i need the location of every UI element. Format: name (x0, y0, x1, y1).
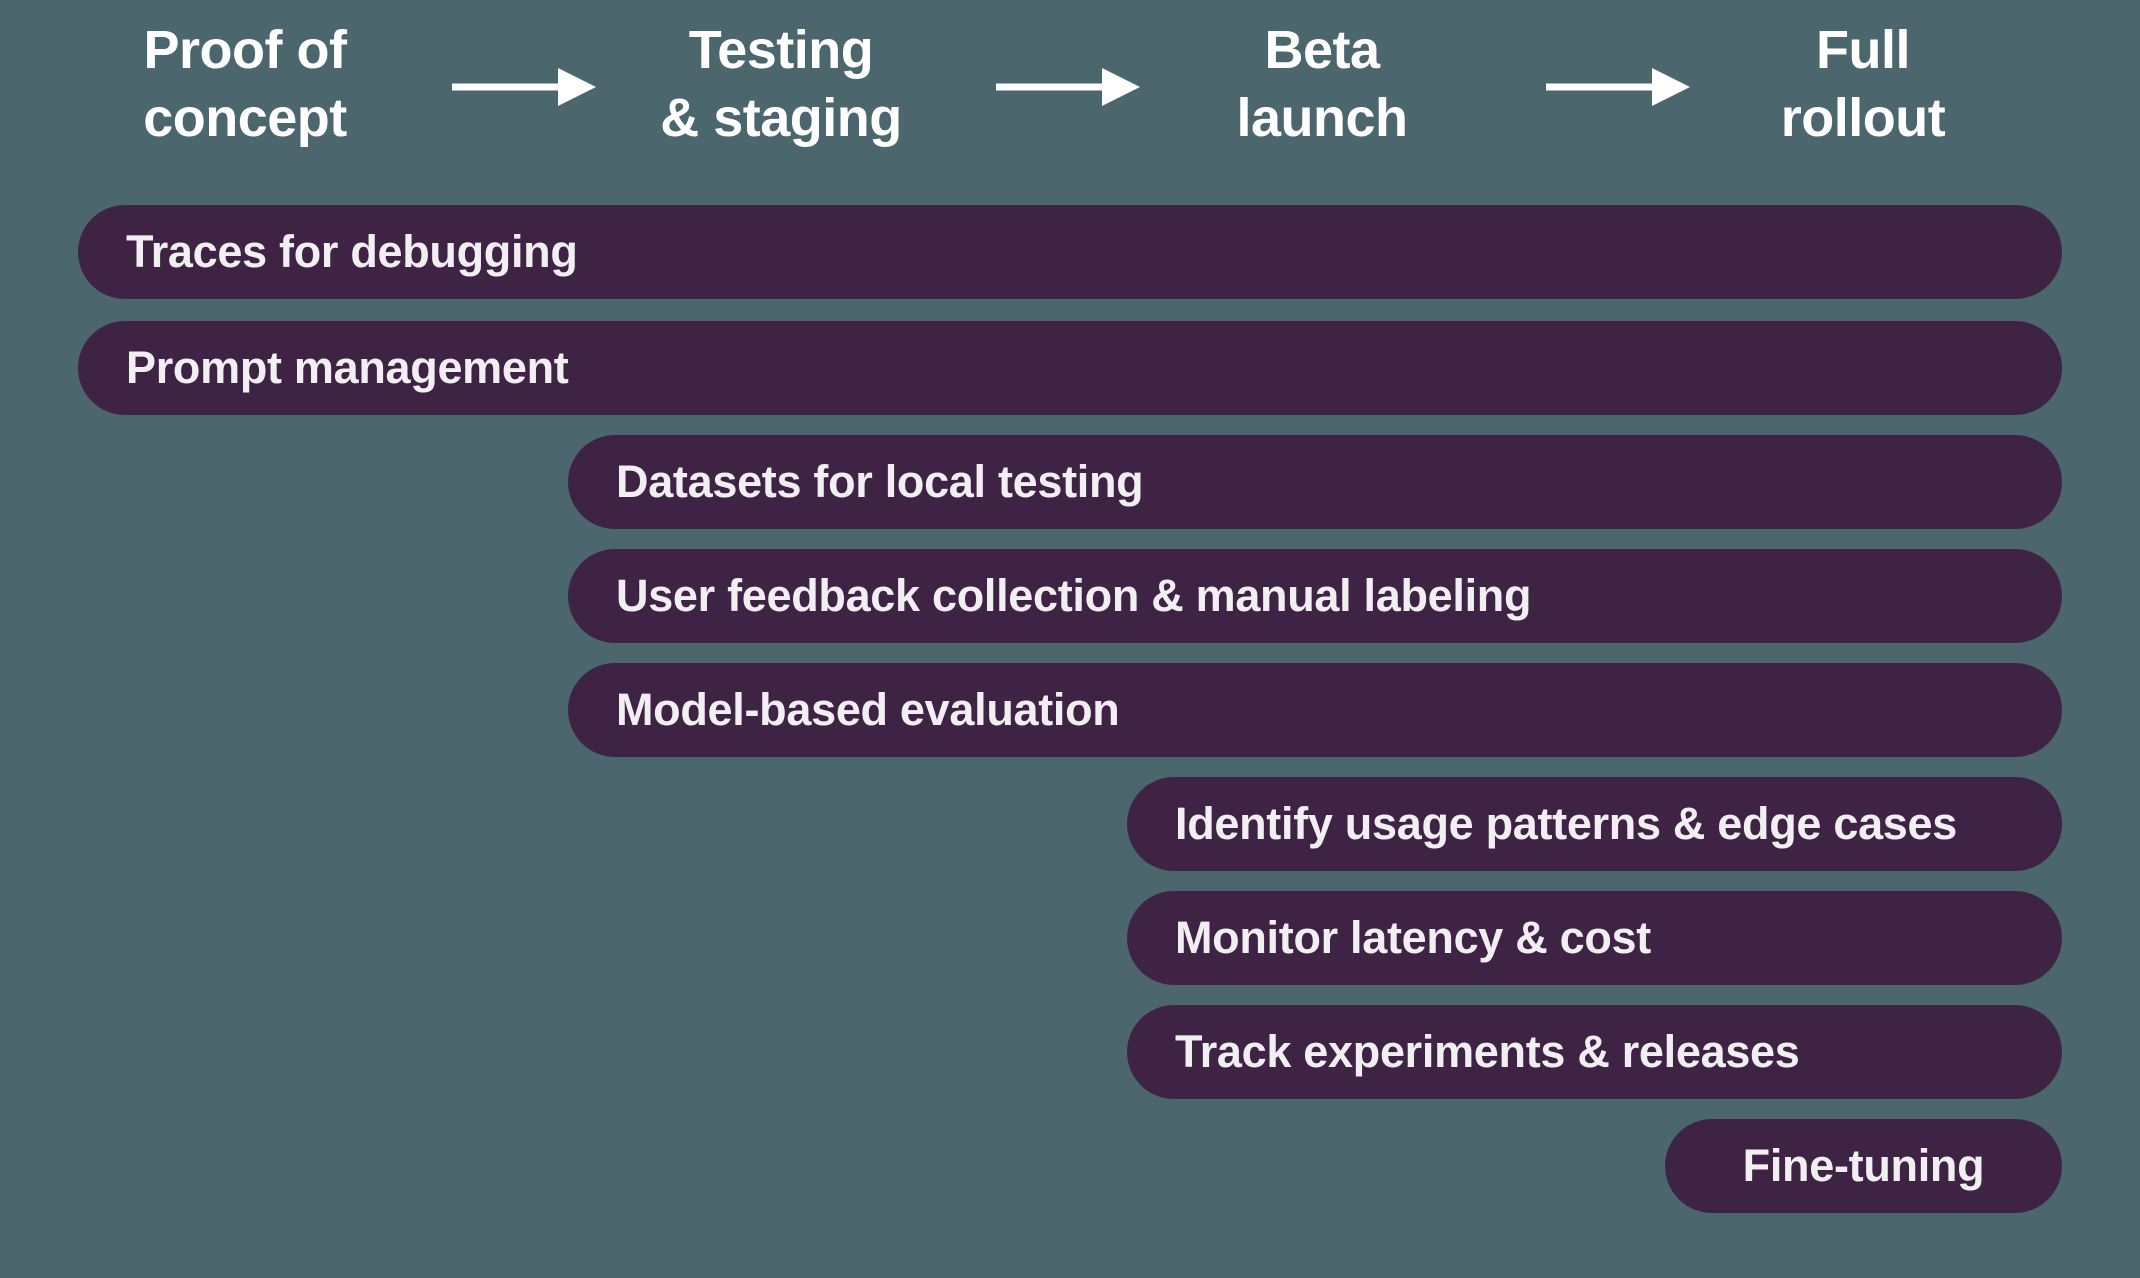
phase-label-line: concept (143, 88, 347, 148)
bar-traces-for-debugging: Traces for debugging (78, 205, 2062, 299)
bar-monitor-latency-cost: Monitor latency & cost (1127, 891, 2062, 985)
phase-proof-of-concept: Proof of concept (45, 16, 445, 152)
bar-fine-tuning: Fine-tuning (1665, 1119, 2062, 1213)
phase-label-line: Beta (1264, 20, 1380, 80)
phase-label-line: & staging (660, 88, 902, 148)
phase-label-line: launch (1236, 88, 1408, 148)
bar-track-experiments-releases: Track experiments & releases (1127, 1005, 2062, 1099)
phase-label-line: Proof of (143, 20, 347, 80)
arrow-right-icon (452, 68, 596, 106)
bar-prompt-management: Prompt management (78, 321, 2062, 415)
bar-model-based-evaluation: Model-based evaluation (568, 663, 2062, 757)
bar-identify-usage-patterns-edge-cases: Identify usage patterns & edge cases (1127, 777, 2062, 871)
phase-full-rollout: Full rollout (1663, 16, 2063, 152)
phase-label-line: rollout (1780, 88, 1946, 148)
phase-label-line: Full (1816, 20, 1910, 80)
arrow-right-icon (996, 68, 1140, 106)
phase-label-line: Testing (688, 20, 874, 80)
phase-testing-staging: Testing & staging (581, 16, 981, 152)
arrow-right-icon (1546, 68, 1690, 106)
bar-user-feedback-collection-manual-labeling: User feedback collection & manual labeli… (568, 549, 2062, 643)
phase-beta-launch: Beta launch (1122, 16, 1522, 152)
bar-datasets-for-local-testing: Datasets for local testing (568, 435, 2062, 529)
